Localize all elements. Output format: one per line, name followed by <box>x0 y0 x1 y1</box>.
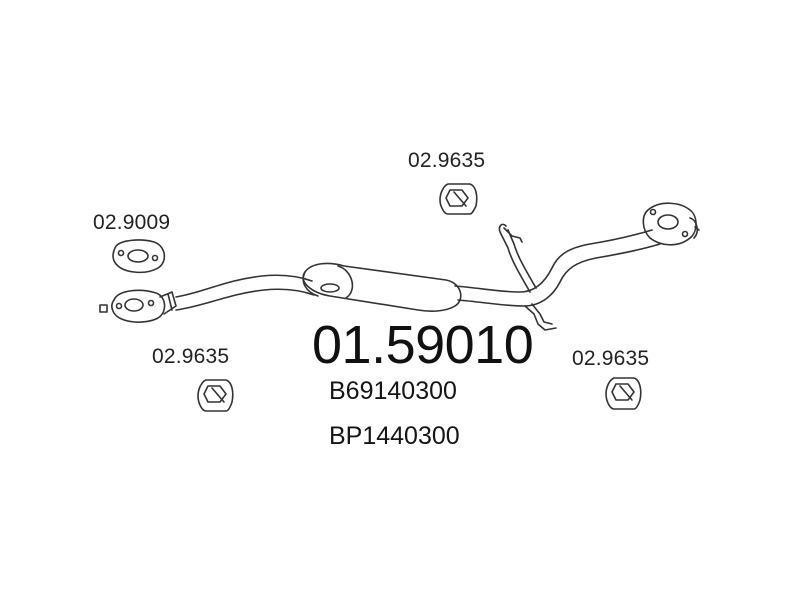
front-flange <box>110 289 177 323</box>
hanger-top-part-number: 02.9635 <box>408 149 486 172</box>
main-part-number: 01.59010 <box>312 315 534 375</box>
pipe-end-marker <box>99 304 108 313</box>
rear-flange <box>642 202 700 246</box>
middle-muffler <box>302 262 462 312</box>
gasket-part-number: 02.9009 <box>93 211 171 234</box>
gasket-part <box>112 239 166 274</box>
hanger-right-icon <box>605 377 642 410</box>
oem-number-2: BP1440300 <box>329 422 460 450</box>
hanger-left-icon <box>197 379 234 412</box>
outlet-pipe <box>454 223 661 331</box>
inlet-pipe <box>175 274 315 311</box>
hanger-right-part-number: 02.9635 <box>572 347 650 370</box>
hanger-left-part-number: 02.9635 <box>152 345 230 368</box>
oem-number-1: B69140300 <box>329 377 457 405</box>
hanger-top-icon <box>439 183 478 215</box>
